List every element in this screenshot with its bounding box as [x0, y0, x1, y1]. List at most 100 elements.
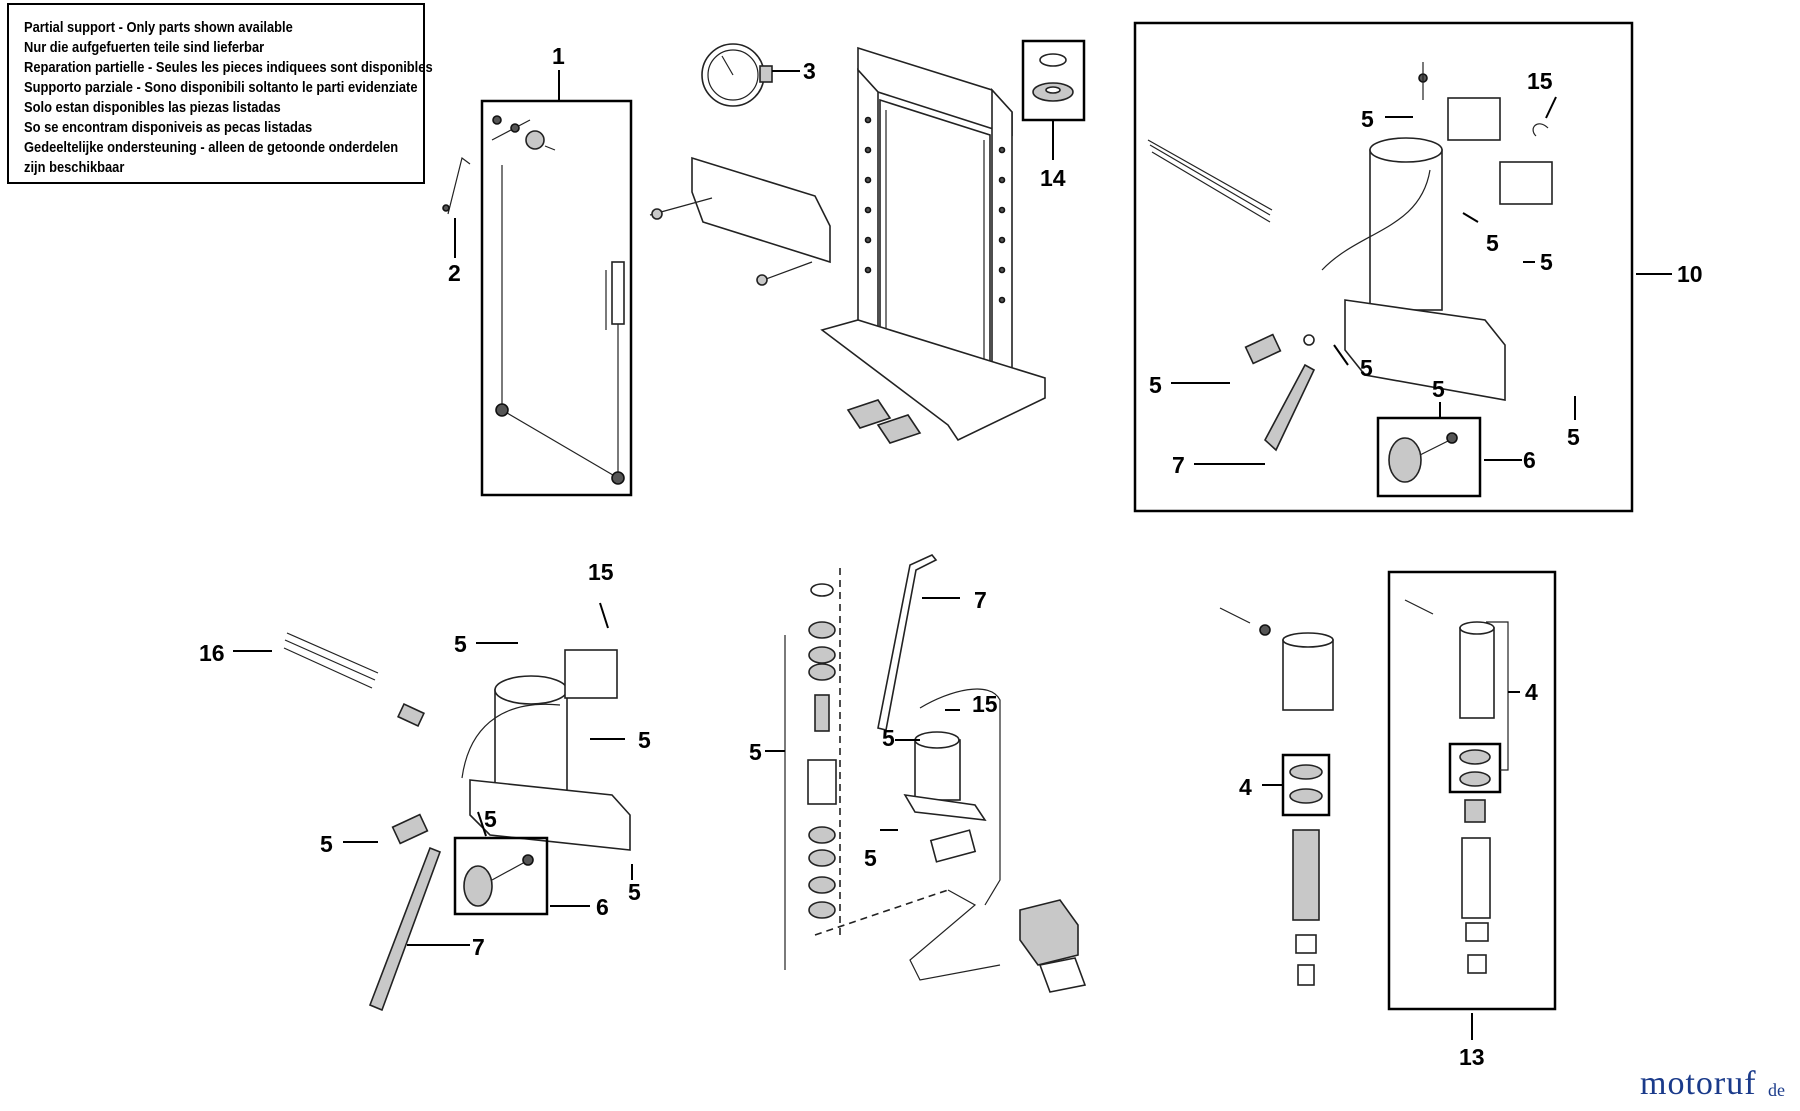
part-1-nut-b — [510, 123, 520, 133]
callout-6a: 6 — [1523, 447, 1536, 473]
callout-3: 3 — [803, 58, 816, 84]
part-6a-frame — [1376, 416, 1482, 498]
cyl-ring — [1295, 934, 1317, 954]
callout-5h: 5 — [454, 631, 467, 657]
callout-10: 10 — [1677, 261, 1703, 287]
part-1-hose-kit — [480, 70, 633, 497]
callout-5n: 5 — [882, 725, 895, 751]
air-line — [919, 688, 1001, 906]
leader-15b — [599, 602, 609, 629]
part-10-clip — [1532, 123, 1549, 137]
part-6b-frame — [453, 836, 549, 916]
part-10-handle — [1264, 363, 1316, 452]
part-13-frame — [1387, 570, 1557, 1011]
cyl-nut — [1297, 964, 1315, 986]
pump2-handle — [368, 846, 442, 1012]
notice-line-nl-2: zijn beschikbaar — [24, 159, 125, 176]
part-2-pin — [442, 156, 471, 258]
pump2-fitting — [391, 813, 429, 845]
notice-line-fr: Reparation partielle - Seules les pieces… — [24, 59, 433, 76]
part-16-fitting — [397, 702, 425, 728]
leader-15a — [1545, 96, 1557, 119]
part-3-gauge — [701, 43, 800, 107]
callout-5m: 5 — [749, 739, 762, 765]
callout-5j: 5 — [320, 831, 333, 857]
part-6a-knob — [1388, 437, 1422, 483]
part-1-adapter-pin — [544, 145, 556, 151]
kit13-pin — [1404, 599, 1434, 615]
air-pump-base — [903, 793, 987, 821]
press-vblock-a — [846, 399, 892, 429]
availability-notice: Partial support - Only parts shown avail… — [7, 3, 433, 184]
part-3-gauge-dial — [707, 49, 759, 101]
kit13-ring — [1465, 922, 1489, 942]
part-6a-stem — [1419, 439, 1451, 456]
air-pump-top — [914, 731, 960, 749]
air-pump-body — [914, 739, 961, 801]
press-base — [820, 319, 1046, 442]
part-7c-rod — [877, 554, 938, 731]
press-pin-a-head — [651, 208, 663, 220]
part-10-hose — [1149, 144, 1271, 216]
part-4b-seal-a — [1459, 749, 1491, 765]
part-10-head-b — [1499, 161, 1553, 205]
callout-7a: 7 — [1172, 452, 1185, 478]
callout-13: 13 — [1459, 1044, 1485, 1070]
part-1-adapter — [525, 130, 545, 150]
part-14-washer-hole — [1045, 86, 1061, 94]
callout-5g: 5 — [1432, 376, 1445, 402]
pedal-bracket — [1038, 957, 1087, 993]
notice-line-nl-1: Gedeeltelijke ondersteuning - alleen de … — [24, 139, 399, 156]
callout-15c: 15 — [972, 691, 998, 717]
callout-15b: 15 — [588, 559, 614, 585]
air-pump-plate — [929, 829, 977, 863]
part-10-head-a — [1447, 97, 1501, 141]
callout-5o: 5 — [864, 845, 877, 871]
press-vblock-b — [876, 414, 922, 444]
cyl-sleeve — [1282, 639, 1334, 711]
part-16-hose — [284, 639, 376, 681]
cyl-spring — [1292, 829, 1320, 921]
notice-line-es: Solo estan disponibles las piezas listad… — [24, 99, 281, 116]
foot-pedal — [1019, 899, 1079, 966]
part-3-gauge-stem — [759, 65, 773, 83]
part-1-nut-a — [492, 115, 502, 125]
part-4a-frame — [1281, 753, 1331, 817]
callout-5c: 5 — [1540, 249, 1553, 275]
callout-5f: 5 — [1567, 424, 1580, 450]
pump2-head — [564, 649, 618, 699]
leader-5l — [477, 811, 487, 837]
callout-5l: 5 — [484, 806, 497, 832]
part-6b-knob — [463, 865, 493, 907]
callout-5i: 5 — [638, 727, 651, 753]
pump-assembly-2 — [233, 602, 633, 1012]
press-bolster — [691, 156, 831, 264]
part-1-fitting-b — [611, 471, 625, 485]
watermark-logo: motoruf — [1640, 1065, 1757, 1102]
part-4a-seal-b — [1289, 788, 1323, 804]
part-4b-frame — [1448, 742, 1502, 794]
callout-5b: 5 — [1486, 230, 1499, 256]
part-1-pipe-diag — [501, 409, 619, 479]
part-14-frame — [1021, 39, 1086, 122]
callout-5d: 5 — [1360, 355, 1373, 381]
callout-2: 2 — [448, 260, 461, 286]
kit13-nut — [1467, 954, 1487, 974]
leader-5d — [1333, 344, 1349, 366]
pump2-reservoir-top — [494, 675, 568, 705]
air-hose — [909, 889, 1001, 981]
part-1-fitting-a — [495, 403, 509, 417]
callouts: 1 2 3 14 10 15 5 5 5 5 5 5 5 6 7 16 15 5… — [199, 43, 1703, 1070]
notice-line-it: Supporto parziale - Sono disponibili sol… — [24, 79, 418, 96]
part-2-pin-end — [442, 204, 450, 212]
callout-7c: 7 — [974, 587, 987, 613]
callout-1: 1 — [552, 43, 565, 69]
part-1-frame — [480, 99, 633, 497]
press-pin-b-head — [756, 274, 768, 286]
press-right-column — [991, 87, 1013, 407]
part-10-hose-edge — [1147, 139, 1273, 223]
part-13-cylinder-kit — [1387, 570, 1557, 1040]
kit13-sleeve — [1459, 627, 1495, 719]
callout-14: 14 — [1040, 165, 1066, 191]
leader-5b — [1462, 212, 1479, 223]
